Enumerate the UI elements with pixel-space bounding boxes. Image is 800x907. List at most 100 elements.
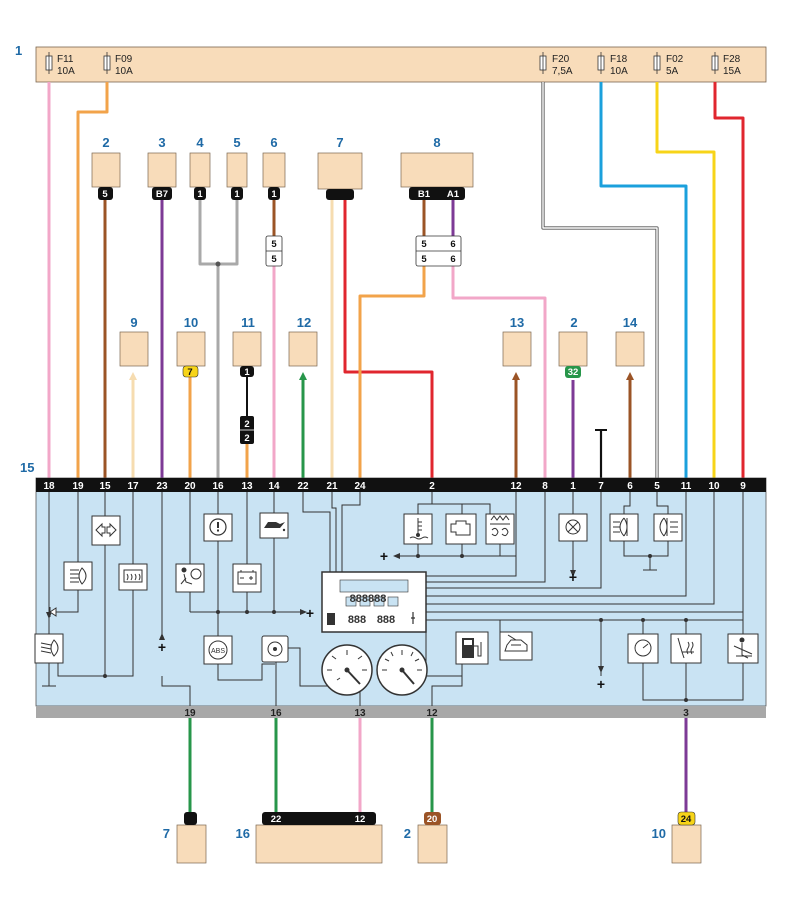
pin: 17: [127, 481, 139, 492]
component-14: 14: [615, 315, 645, 367]
low-beam-icon: [34, 633, 64, 664]
pin: 23: [156, 481, 168, 492]
front-fog-icon: [609, 513, 639, 542]
wire-red-7: [343, 200, 434, 478]
connector-label: A1: [447, 189, 460, 200]
plus-sign: +: [597, 676, 605, 692]
plus-sign: +: [158, 639, 166, 655]
callout-14: 14: [623, 315, 638, 330]
pin: 19: [72, 481, 84, 492]
connector-label: B1: [418, 189, 431, 200]
pin: 11: [681, 481, 692, 492]
diode-icon: [49, 607, 57, 617]
component-10-bottom: 24 10: [652, 811, 702, 864]
pin: 7: [598, 481, 604, 492]
component-4: 1 4: [189, 135, 211, 200]
panel-nodes: [103, 554, 688, 702]
component-2: 5 2: [91, 135, 121, 200]
component-2-bottom: 20 2: [404, 812, 448, 864]
connector-label: B7: [156, 189, 168, 200]
callout-16: 16: [236, 826, 250, 841]
high-beam-icon: [63, 561, 93, 591]
callout-2-mid: 2: [570, 315, 577, 330]
connector-label: 24: [681, 814, 692, 825]
pin: 15: [99, 481, 111, 492]
wire-grey-4-5: [198, 200, 239, 266]
callout-3: 3: [158, 135, 165, 150]
pin: 8: [542, 481, 548, 492]
fuel-gauge: [321, 644, 373, 696]
callout-10: 10: [184, 315, 198, 330]
wires-upper: [47, 82, 745, 478]
bulb-icon: [558, 513, 588, 542]
pin: 3: [683, 708, 689, 719]
connector-label: 12: [355, 814, 366, 825]
pin: 12: [510, 481, 522, 492]
connector-label: 20: [427, 814, 438, 825]
splice-label: 6: [450, 254, 455, 265]
callout-7: 7: [336, 135, 343, 150]
brake-warning-icon: [203, 513, 233, 542]
fuse-f02: F02 5A: [653, 52, 684, 77]
component-10: 7 10: [176, 315, 206, 378]
callout-15: 15: [20, 460, 34, 475]
engine-icon: [445, 513, 477, 545]
plus-signs: + + + + +: [158, 548, 605, 692]
plus-sign: +: [569, 569, 577, 585]
component-11: 1 11 2 2: [232, 315, 262, 444]
splice-label: 5: [271, 254, 277, 265]
abs-label: ABS: [211, 648, 225, 655]
steering-icon: [261, 635, 289, 663]
fuse-box: [35, 46, 767, 83]
pin: 2: [429, 481, 435, 492]
fuse-rating: 7,5A: [552, 66, 573, 77]
component-9: 9: [119, 315, 149, 367]
callout-9: 9: [130, 315, 137, 330]
wire-blue-f18: [599, 82, 688, 478]
rear-fog-icon: [653, 513, 683, 542]
connector-label: 5: [102, 189, 108, 200]
callout-13: 13: [510, 315, 524, 330]
fuse-name: F11: [57, 54, 74, 65]
fuse-f18: F18 10A: [597, 52, 628, 77]
splice-label: 5: [271, 239, 277, 250]
airbag-icon: [175, 563, 205, 593]
lcd-row-3: 888: [377, 614, 395, 626]
pin: 14: [268, 481, 280, 492]
pin: 21: [326, 481, 338, 492]
wire-orange-f09: [76, 82, 109, 478]
tachometer-gauge: [376, 644, 428, 696]
door-open-icon: [499, 631, 533, 661]
seatbelt-icon: [727, 633, 759, 664]
splice-label: 2: [244, 433, 249, 444]
splice-label: 5: [421, 254, 427, 265]
wire-red-f28: [713, 82, 745, 478]
fuse-name: F20: [552, 54, 570, 65]
panel-top-connector: [36, 478, 766, 492]
pin: 13: [241, 481, 253, 492]
pin: 22: [297, 481, 309, 492]
callout-4: 4: [196, 135, 204, 150]
component-5: 1 5: [226, 135, 248, 200]
pin: 13: [354, 708, 366, 719]
pin: 18: [43, 481, 55, 492]
pin: 9: [740, 481, 746, 492]
component-12: 12: [288, 315, 318, 367]
bottom-pin-labels: 19 16 13 12 3: [184, 708, 689, 719]
component-16: 22 12 16: [236, 812, 383, 864]
pin: 16: [270, 708, 282, 719]
top-pin-labels: 18 19 15 17 23 20 16 13 14 22 21 24 2 12…: [43, 481, 746, 492]
pin: 5: [654, 481, 660, 492]
fuse-rating: 5A: [666, 66, 679, 77]
glow-plug-icon: [485, 513, 515, 545]
fuse-name: F18: [610, 54, 628, 65]
component-13: 13: [502, 315, 532, 367]
pin: 19: [184, 708, 196, 719]
connector-label: 1: [244, 367, 250, 378]
splice-label: 6: [450, 239, 455, 250]
connector-label: 32: [568, 367, 579, 378]
fuse-name: F02: [666, 54, 684, 65]
fuse-f11: F11 10A: [45, 52, 75, 77]
service-icon: [627, 633, 659, 664]
